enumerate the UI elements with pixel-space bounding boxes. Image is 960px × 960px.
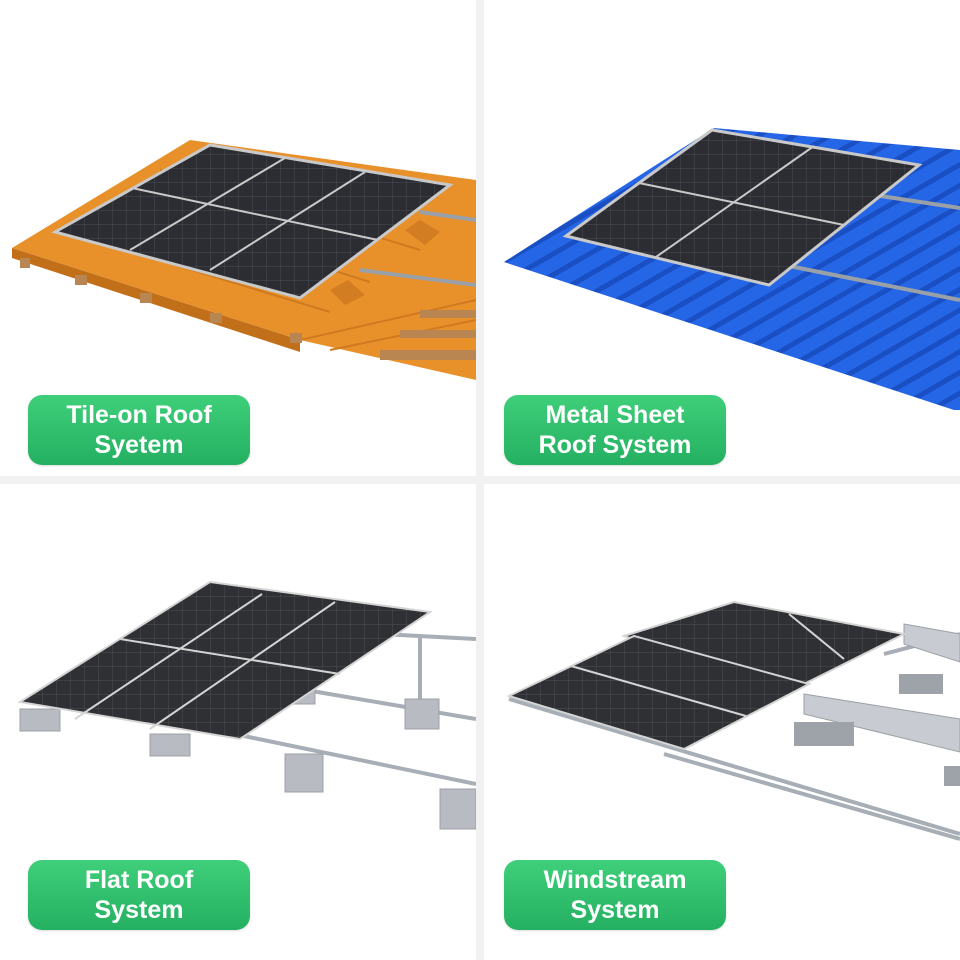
windstream-label-line1: Windstream (543, 866, 687, 894)
tile-on-roof-label-line2: Syetem (94, 431, 184, 459)
tile-on-roof-label-line1: Tile-on Roof (66, 401, 212, 429)
flat-roof-illustration (17, 580, 476, 830)
metal-roof-illustration (504, 128, 960, 410)
windstream-label: Windstream System (504, 860, 726, 930)
flat-roof-label-line1: Flat Roof (84, 866, 194, 894)
metal-sheet-roof-card: Metal Sheet Roof System (484, 0, 960, 476)
metal-sheet-label: Metal Sheet Roof System (504, 395, 726, 465)
tile-on-roof-label: Tile-on Roof Syetem (28, 395, 250, 465)
tile-roof-illustration (12, 140, 476, 380)
windstream-illustration (506, 600, 960, 841)
flat-roof-label-line2: System (94, 896, 184, 924)
tile-on-roof-card: Tile-on Roof Syetem (0, 0, 476, 476)
flat-roof-card: Flat Roof System (0, 484, 476, 960)
flat-roof-label: Flat Roof System (28, 860, 250, 930)
metal-sheet-label-line2: Roof System (538, 431, 692, 459)
windstream-card: Windstream System (484, 484, 960, 960)
windstream-label-line2: System (570, 896, 660, 924)
metal-sheet-label-line1: Metal Sheet (545, 401, 685, 429)
